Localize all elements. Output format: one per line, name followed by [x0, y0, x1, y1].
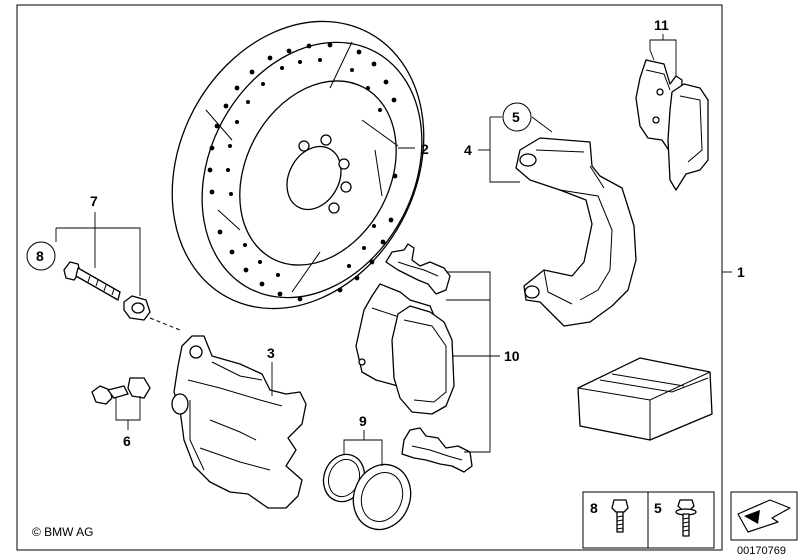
brake-caliper[interactable]	[171, 335, 307, 509]
alignment-dashed-line	[149, 317, 181, 331]
callout-5-circle	[502, 102, 532, 132]
callout-9[interactable]: 9	[359, 413, 367, 429]
brake-disc[interactable]	[123, 0, 472, 353]
legend-bolt-5-icon	[675, 499, 697, 537]
callout-8-circle	[26, 241, 56, 271]
repair-kit-box[interactable]	[577, 357, 713, 441]
callout-2[interactable]: 2	[421, 141, 429, 157]
copyright-text: © BMW AG	[32, 525, 94, 539]
pad-retaining-clip-bottom[interactable]	[401, 427, 473, 473]
callout-1[interactable]: 1	[737, 264, 745, 280]
view-direction-arrow-icon	[730, 491, 798, 541]
callout-4[interactable]: 4	[464, 142, 472, 158]
brake-pads-set[interactable]	[355, 283, 455, 415]
callout-6[interactable]: 6	[123, 433, 131, 449]
callout-7[interactable]: 7	[90, 193, 98, 209]
callout-3[interactable]: 3	[267, 345, 275, 361]
callout-11[interactable]: 11	[654, 17, 669, 33]
brake-pads-set-rear-view[interactable]	[635, 59, 709, 191]
legend-label-5: 5	[654, 500, 662, 516]
fastener-legend: 8 5	[582, 491, 715, 549]
diagram-frame	[16, 4, 723, 551]
legend-bolt-8-icon	[611, 499, 629, 533]
caliper-carrier-bracket[interactable]	[515, 137, 637, 327]
caliper-seal-kit[interactable]	[317, 449, 420, 538]
bleeder-valve[interactable]	[91, 377, 151, 405]
guide-bolt[interactable]	[63, 261, 121, 301]
figure-id: 00170769	[737, 545, 786, 557]
callout-10[interactable]: 10	[504, 348, 520, 364]
callout-8[interactable]: 8	[36, 248, 44, 264]
legend-label-8: 8	[590, 500, 598, 516]
callout-5[interactable]: 5	[512, 109, 520, 125]
pad-retaining-clip-top[interactable]	[385, 243, 451, 295]
guide-bolt-sleeve[interactable]	[123, 295, 151, 321]
disc-drill-holes	[207, 42, 398, 302]
